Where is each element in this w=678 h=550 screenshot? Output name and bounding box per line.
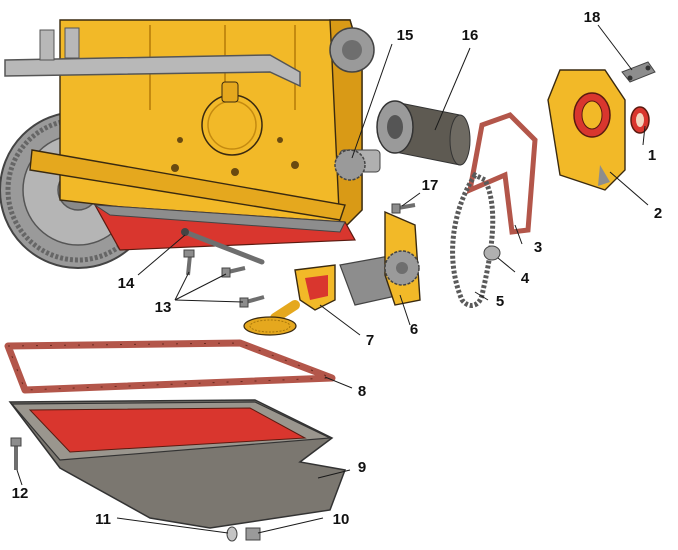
label-16: 16 bbox=[462, 27, 479, 44]
bracket bbox=[621, 61, 656, 83]
oil-filter bbox=[376, 100, 471, 166]
oil-seal bbox=[630, 106, 650, 134]
bolt-17 bbox=[391, 203, 416, 214]
label-10: 10 bbox=[333, 511, 350, 528]
label-3: 3 bbox=[534, 239, 542, 256]
label-1: 1 bbox=[648, 147, 656, 164]
label-7: 7 bbox=[366, 332, 374, 349]
oil-pickup-tube bbox=[243, 264, 336, 336]
oil-pan-gasket bbox=[4, 339, 336, 394]
leader-lines bbox=[16, 24, 649, 534]
bushing bbox=[483, 245, 501, 261]
label-17: 17 bbox=[422, 177, 439, 194]
label-9: 9 bbox=[358, 459, 366, 476]
label-11: 11 bbox=[95, 511, 111, 528]
bolt-12 bbox=[10, 437, 22, 470]
crankcase-underside bbox=[93, 204, 356, 251]
engine-block bbox=[4, 19, 375, 234]
timing-chain bbox=[450, 171, 496, 308]
label-6: 6 bbox=[410, 321, 418, 338]
label-4: 4 bbox=[521, 270, 530, 287]
label-15: 15 bbox=[397, 27, 414, 44]
drain-plug bbox=[245, 527, 261, 541]
label-5: 5 bbox=[496, 293, 504, 310]
crankshaft-sprocket bbox=[334, 149, 381, 181]
label-8: 8 bbox=[358, 383, 366, 400]
oil-pump bbox=[339, 210, 421, 306]
oil-pump-drive-rod bbox=[181, 228, 265, 265]
label-12: 12 bbox=[12, 485, 29, 502]
label-13: 13 bbox=[155, 299, 172, 316]
timing-cover bbox=[547, 69, 626, 191]
oil-pan bbox=[8, 399, 347, 529]
label-14: 14 bbox=[118, 275, 135, 292]
label-2: 2 bbox=[654, 205, 662, 222]
label-18: 18 bbox=[584, 9, 601, 26]
drain-washer bbox=[226, 526, 238, 542]
bolts-13 bbox=[183, 249, 265, 308]
timing-cover-gasket bbox=[466, 112, 538, 235]
